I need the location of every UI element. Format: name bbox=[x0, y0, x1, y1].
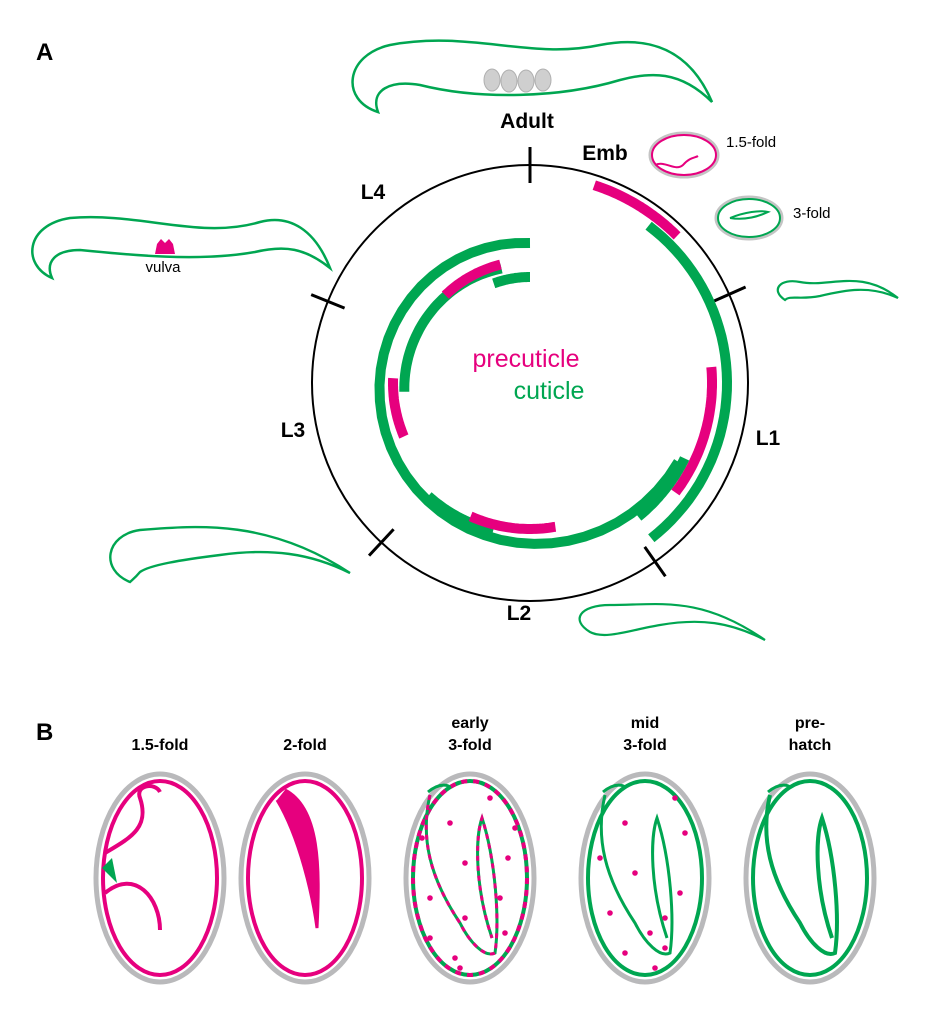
stage-label-line1: mid bbox=[631, 715, 659, 732]
stage-label-line2: hatch bbox=[789, 737, 832, 754]
precuticle-dot bbox=[462, 915, 468, 921]
panel-b-label: B bbox=[36, 719, 53, 746]
embryo-stage-3: mid 3-fold bbox=[578, 715, 712, 985]
precuticle-dot bbox=[672, 795, 678, 801]
precuticle-dot bbox=[452, 955, 458, 961]
stage-tick bbox=[367, 528, 395, 557]
precuticle-dot bbox=[622, 950, 628, 956]
stage-label-line2: 3-fold bbox=[448, 737, 492, 754]
stage-label-l2: L2 bbox=[507, 602, 532, 625]
embryo-stage-2: early 3-fold bbox=[403, 715, 537, 985]
embryo-outline bbox=[586, 779, 704, 977]
l1-worm-icon bbox=[776, 279, 899, 302]
embryo-outline bbox=[101, 779, 219, 977]
precuticle-dot bbox=[652, 965, 658, 971]
embryo-stage-4: pre-hatch bbox=[743, 715, 877, 985]
eggshell bbox=[238, 771, 372, 985]
stage-label-line1: early bbox=[451, 715, 488, 732]
eggshell bbox=[93, 771, 227, 985]
eggshell bbox=[403, 771, 537, 985]
panel-b-embryos: 1.5-fold 2-fold early 3-fold mid 3-fold pre-ha… bbox=[93, 715, 877, 985]
embryo-3-fold-icon bbox=[714, 195, 784, 241]
precuticle-dot bbox=[662, 945, 668, 951]
cuticle-arc bbox=[425, 492, 495, 536]
folded-body bbox=[764, 794, 839, 956]
precuticle-dot bbox=[487, 795, 493, 801]
stage-label-line1: pre- bbox=[795, 715, 825, 732]
stage-boundary-ticks bbox=[310, 147, 747, 578]
precuticle-dot bbox=[597, 855, 603, 861]
precuticle-dot bbox=[505, 855, 511, 861]
stage-label-line2: 1.5-fold bbox=[132, 737, 189, 754]
stage-label-line2: 2-fold bbox=[283, 737, 327, 754]
embryo-label-1-5-fold: 1.5-fold bbox=[726, 134, 776, 151]
stage-tick bbox=[643, 545, 667, 578]
precuticle-dot bbox=[419, 835, 425, 841]
stage-label-l1: L1 bbox=[756, 427, 781, 450]
embryo-outline bbox=[246, 779, 364, 977]
precuticle-arc bbox=[468, 511, 557, 534]
stage-tick bbox=[310, 293, 346, 310]
precuticle-dot bbox=[427, 895, 433, 901]
precuticle-dot bbox=[447, 820, 453, 826]
cuticle-arc bbox=[374, 238, 683, 549]
l4-worm-icon bbox=[31, 215, 333, 281]
precuticle-outline bbox=[411, 779, 529, 977]
precuticle-dot bbox=[512, 825, 518, 831]
l2-worm-icon bbox=[578, 602, 766, 641]
stage-label-adult: Adult bbox=[500, 110, 554, 133]
legend-precuticle: precuticle bbox=[473, 345, 580, 373]
panel-a-label: A bbox=[36, 39, 53, 66]
vulva-icon bbox=[155, 239, 175, 254]
precuticle-dot bbox=[677, 890, 683, 896]
precuticle-arc bbox=[671, 366, 717, 496]
precuticle-dot bbox=[497, 895, 503, 901]
stage-tick bbox=[712, 285, 747, 304]
folded-body bbox=[599, 794, 674, 956]
embryo-1-5-fold-icon bbox=[648, 131, 720, 179]
precuticle-dot bbox=[622, 820, 628, 826]
adult-worm-icon bbox=[351, 39, 714, 114]
stage-label-line2: 3-fold bbox=[623, 737, 667, 754]
precuticle-dot bbox=[632, 870, 638, 876]
cuticle-arc bbox=[645, 221, 733, 543]
embryo-stage-0: 1.5-fold bbox=[93, 737, 227, 985]
eggshell bbox=[743, 771, 877, 985]
vulva-label: vulva bbox=[145, 259, 181, 276]
precuticle-dot bbox=[427, 935, 433, 941]
precuticle-dot bbox=[457, 965, 463, 971]
precuticle-dot bbox=[502, 930, 508, 936]
precuticle-arc bbox=[441, 259, 502, 299]
precuticle-arc bbox=[592, 180, 681, 240]
stage-label-l3: L3 bbox=[281, 419, 306, 442]
precuticle-dot bbox=[662, 915, 668, 921]
eggshell bbox=[578, 771, 712, 985]
stage-label-emb: Emb bbox=[582, 142, 628, 165]
embryo-label-3-fold: 3-fold bbox=[793, 205, 831, 222]
precuticle-dot bbox=[682, 830, 688, 836]
cuticle-arcs bbox=[374, 180, 733, 549]
precuticle-arc bbox=[388, 377, 409, 439]
embryo-outline bbox=[751, 779, 869, 977]
embryo-stage-1: 2-fold bbox=[238, 737, 372, 985]
precuticle-dot bbox=[607, 910, 613, 916]
precuticle-dot bbox=[647, 930, 653, 936]
cuticle-arc bbox=[492, 272, 530, 289]
legend-cuticle: cuticle bbox=[514, 377, 585, 405]
precuticle-dot bbox=[462, 860, 468, 866]
stage-label-l4: L4 bbox=[361, 181, 386, 204]
l3-worm-icon bbox=[109, 525, 351, 584]
